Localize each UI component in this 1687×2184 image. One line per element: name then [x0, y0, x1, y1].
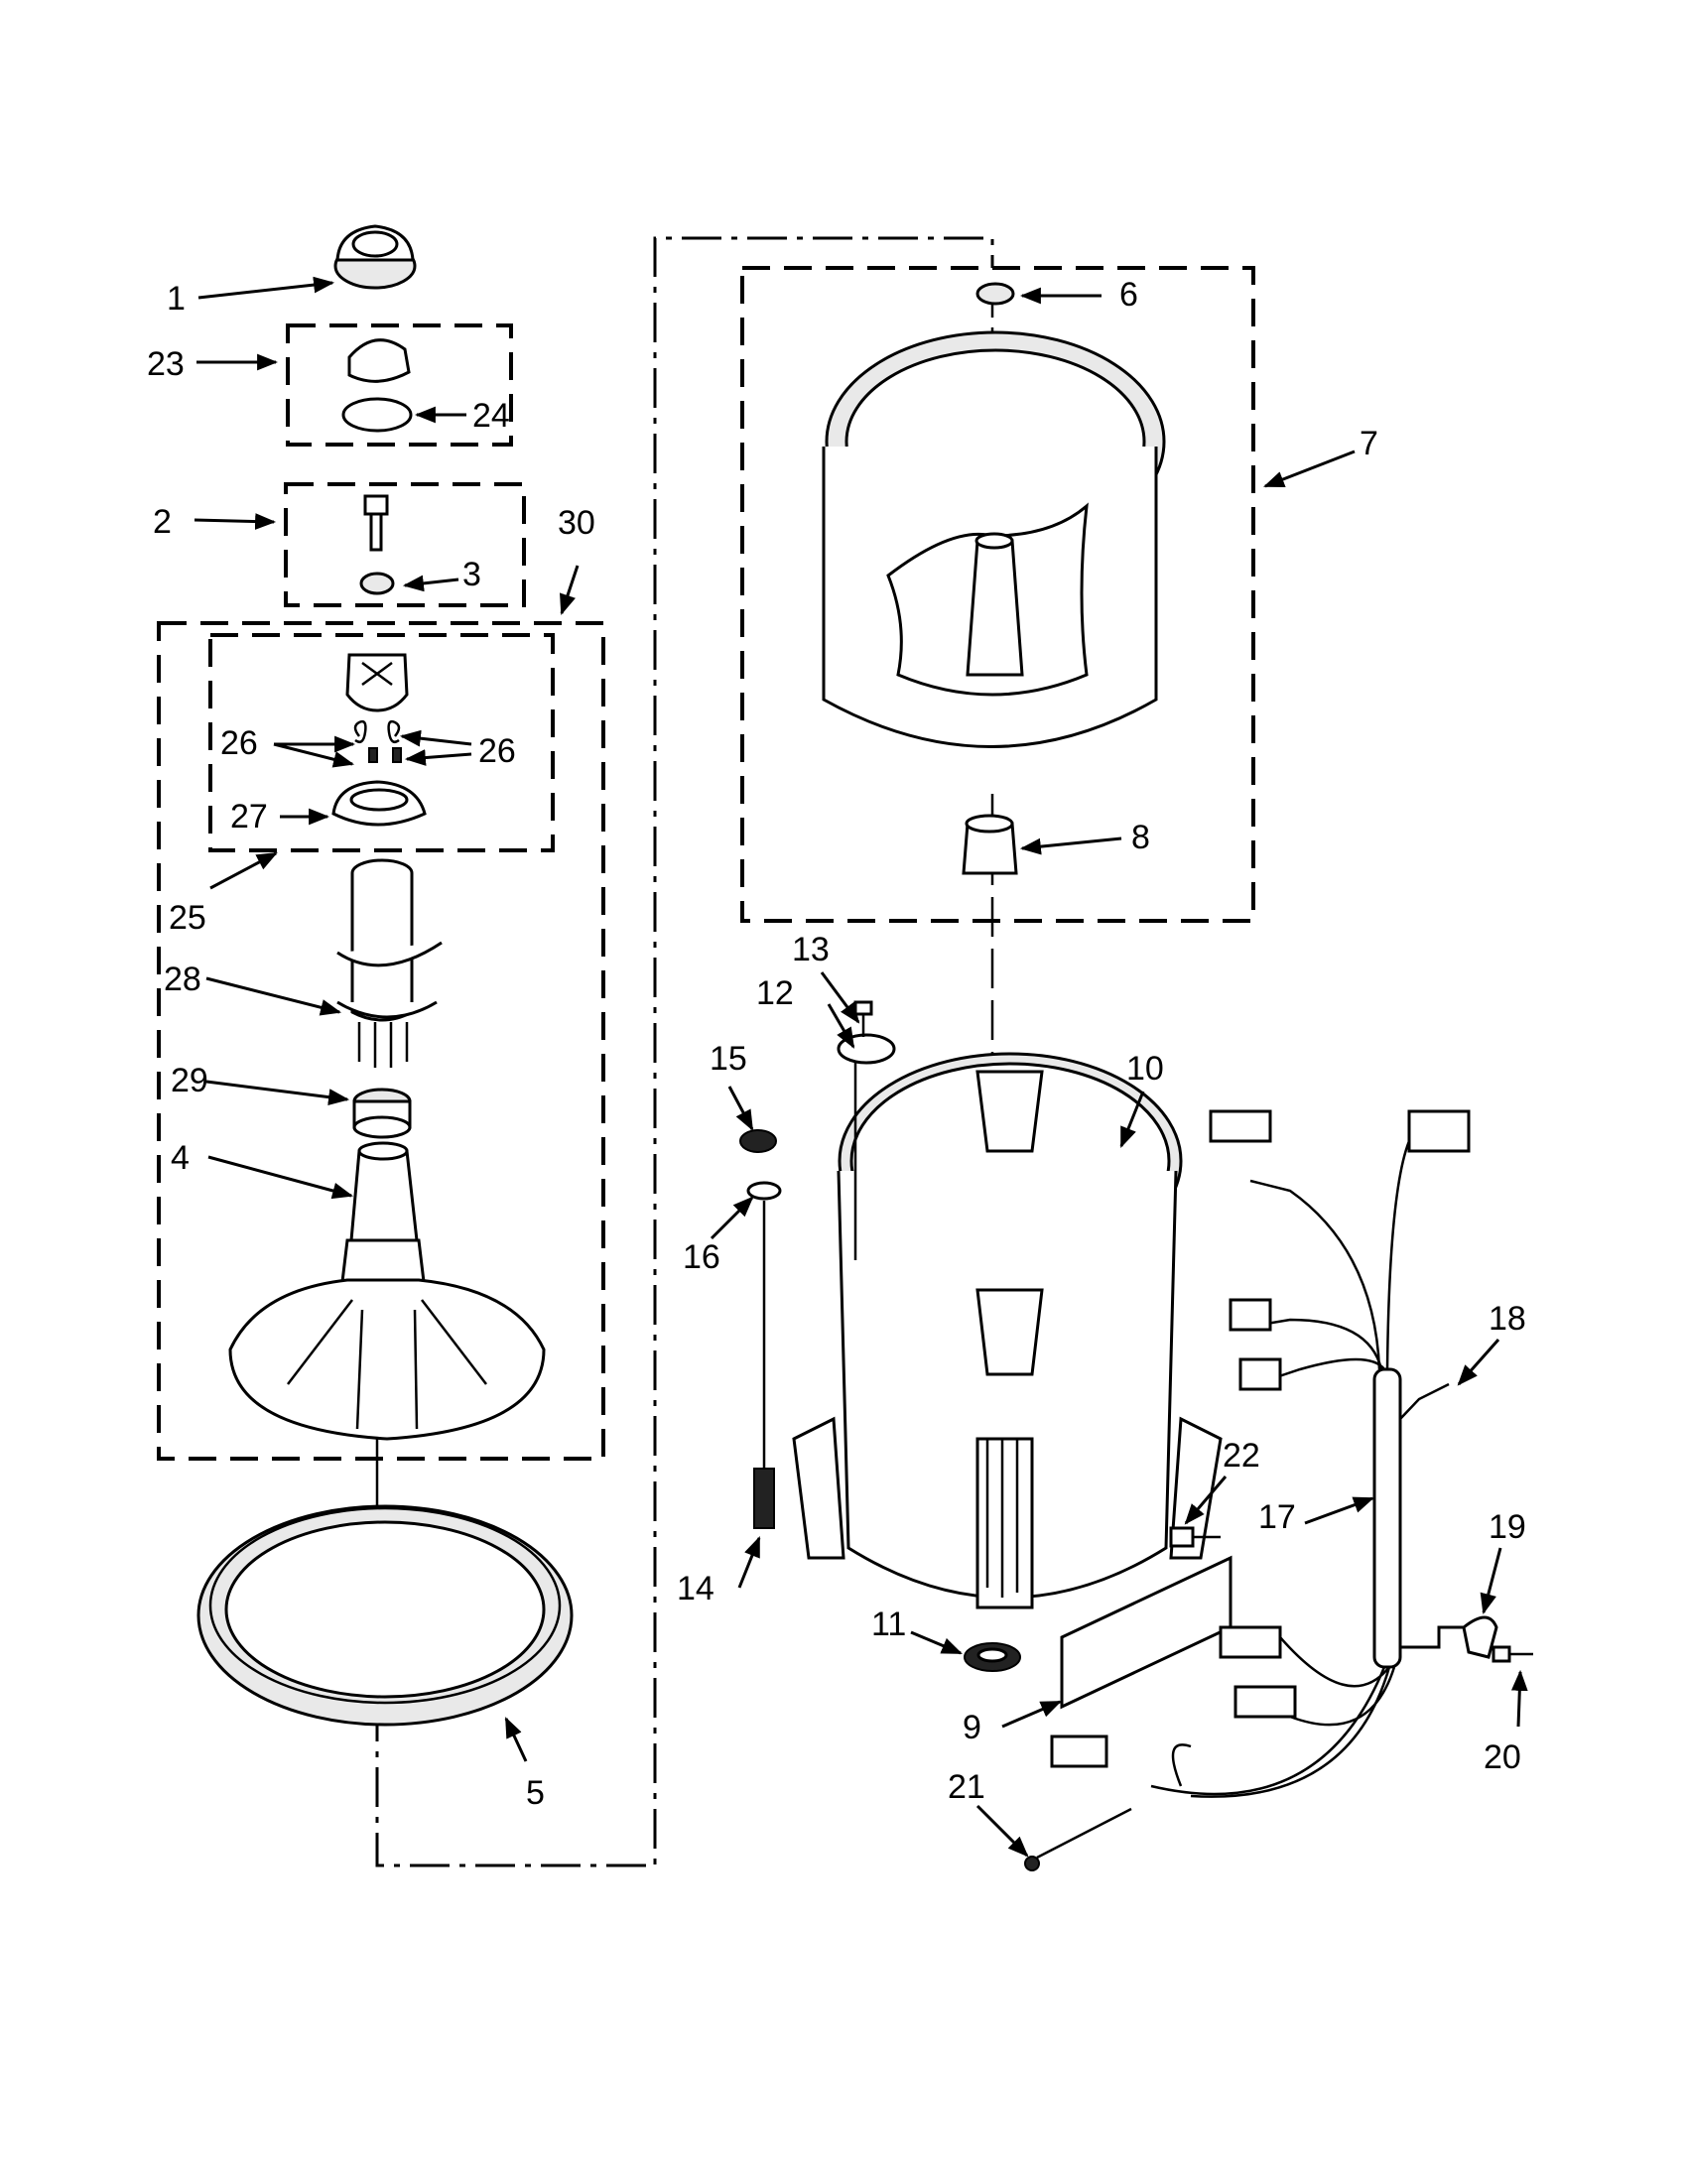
part-27-plate [331, 780, 427, 827]
part-22 [1169, 1526, 1221, 1548]
callout-21: 21 [948, 1768, 985, 1806]
callout-labels: 1 2 3 4 5 6 7 8 9 10 11 12 13 14 15 16 1… [147, 276, 1526, 1812]
group-box-7 [740, 266, 1255, 923]
callout-8: 8 [1131, 819, 1150, 856]
part-29-coupler [352, 1088, 412, 1139]
callout-17: 17 [1258, 1498, 1296, 1536]
part-15 [739, 1129, 777, 1153]
callout-18: 18 [1489, 1300, 1526, 1338]
part-14-rod [753, 1201, 775, 1529]
callout-6: 6 [1119, 276, 1138, 314]
part-10-tub [792, 1052, 1223, 1609]
part-24-ring [341, 397, 413, 433]
callout-2: 2 [153, 503, 172, 541]
callout-5: 5 [526, 1774, 545, 1812]
callout-11: 11 [871, 1606, 906, 1643]
callout-1: 1 [167, 280, 186, 318]
part-21-tie [1024, 1807, 1132, 1871]
part-26-springs [353, 719, 402, 763]
part-16 [746, 1181, 782, 1201]
callout-15: 15 [710, 1040, 747, 1078]
part-7-basket [822, 330, 1166, 748]
part-8-hub [962, 814, 1018, 875]
callout-20: 20 [1484, 1738, 1521, 1776]
part-12-plate [837, 1033, 896, 1065]
callout-23: 23 [147, 345, 185, 383]
callout-27: 27 [230, 798, 268, 835]
connector-route [375, 236, 994, 1867]
callout-26-right: 26 [478, 732, 516, 770]
callout-28: 28 [164, 961, 201, 998]
part-3-washer [359, 572, 395, 595]
group-box-23 [286, 323, 513, 447]
part-4-agitator-base [228, 1141, 546, 1441]
group-box-25 [208, 633, 555, 852]
callout-26-left: 26 [220, 724, 258, 762]
part-19-clamp [1462, 1615, 1498, 1659]
part-28-auger [336, 858, 443, 1068]
callout-30: 30 [558, 504, 595, 542]
part-20-screw [1492, 1645, 1533, 1663]
part-2-bolt [363, 494, 389, 552]
callout-24: 24 [472, 397, 510, 435]
callout-25: 25 [169, 899, 206, 937]
group-box-2 [284, 482, 526, 607]
callout-3: 3 [462, 556, 481, 593]
part-5-ring [196, 1504, 574, 1727]
part-6-seal [975, 282, 1015, 306]
part-1-cap [333, 224, 417, 290]
callout-13: 13 [792, 931, 830, 968]
part-17-harness [1150, 1119, 1479, 1798]
callout-9: 9 [963, 1709, 981, 1746]
callout-22: 22 [1223, 1437, 1260, 1475]
callout-4: 4 [171, 1139, 190, 1177]
callout-10: 10 [1126, 1050, 1164, 1088]
part-11-bearing [964, 1642, 1021, 1672]
part-23 [347, 338, 411, 383]
callout-14: 14 [677, 1570, 714, 1607]
callout-19: 19 [1489, 1508, 1526, 1546]
callout-16: 16 [683, 1238, 720, 1276]
callout-7: 7 [1360, 425, 1378, 462]
leader-arrows [194, 276, 1528, 1858]
callout-29: 29 [171, 1062, 208, 1099]
group-box-30 [157, 621, 605, 1461]
callout-12: 12 [756, 974, 794, 1012]
part-17-connectors [1050, 1109, 1471, 1768]
part-25-cam [345, 653, 409, 712]
